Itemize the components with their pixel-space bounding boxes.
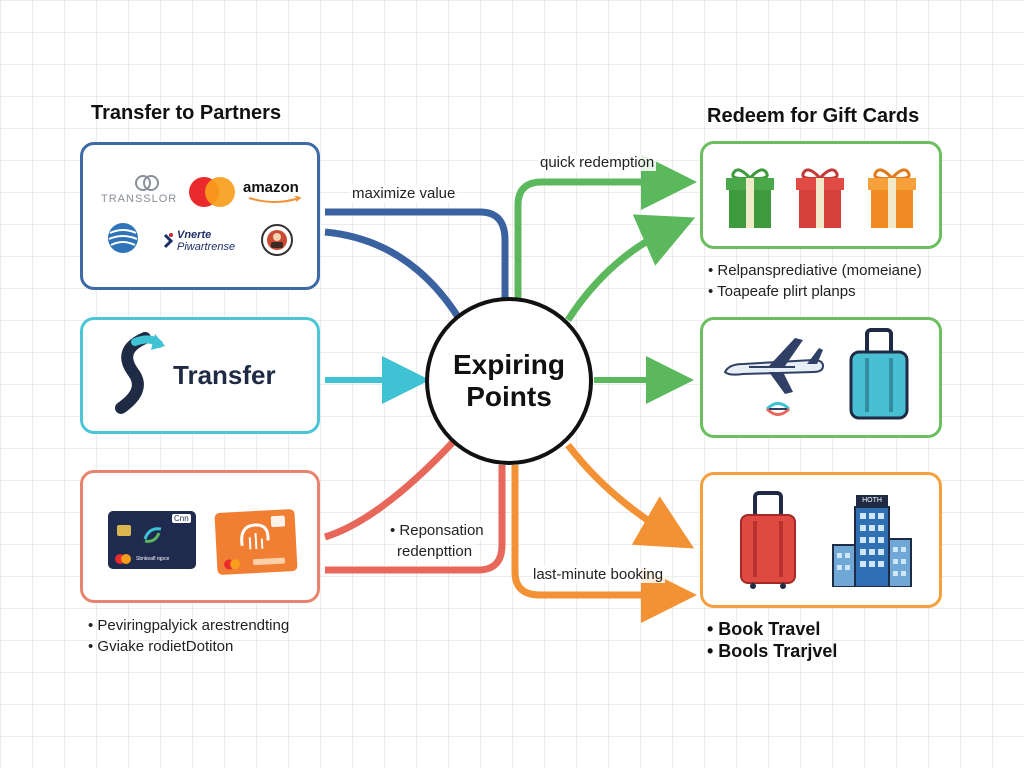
heading-transfer-partners: Transfer to Partners — [91, 102, 282, 124]
mastercard-logo — [189, 177, 235, 207]
card-orange-chip-icon — [270, 515, 286, 528]
orange-flow-bottom — [511, 465, 697, 623]
gift-bullet-2: • Toapeafe plirt planps — [708, 283, 856, 300]
green-flow-top — [514, 154, 697, 300]
crest-logo — [261, 224, 293, 256]
partners-box: TRANSSLOR amazon Vnerte Piwartrense — [80, 142, 320, 290]
gift-red-icon — [796, 168, 844, 228]
center-line2: Points — [466, 381, 552, 412]
suitcase-red-icon — [740, 491, 796, 589]
card-orange-mastercard-icon — [224, 559, 241, 570]
card-dark-small-text: Sbnkeafl rqpce — [136, 556, 170, 562]
globe-logo — [108, 223, 138, 253]
vnerte-logo-line1: Vnerte — [177, 229, 212, 241]
gift-cards-box — [700, 141, 942, 249]
card-orange-emblem-icon — [240, 523, 270, 550]
transfer-box: Transfer — [80, 317, 320, 434]
label-last-minute: last-minute booking — [531, 566, 666, 583]
credit-card-dark: Cnn Sbnkeafl rqpce — [108, 511, 196, 569]
card-dark-mastercard-icon — [115, 554, 131, 564]
hotel-sign: HOTH — [856, 495, 888, 506]
blue-flow-lower — [324, 228, 463, 322]
red-flow-upper — [323, 437, 458, 541]
airline-logo-icon — [765, 402, 791, 416]
credit-card-orange — [214, 508, 298, 576]
cards-box: Cnn Sbnkeafl rqpce — [80, 470, 320, 603]
gift-green-icon — [726, 168, 774, 228]
transslor-logo-text: TRANSSLOR — [101, 193, 178, 205]
gift-orange-icon — [868, 168, 916, 228]
amazon-logo-text: amazon — [243, 179, 299, 196]
suitcase-cyan-icon — [849, 328, 909, 420]
transslor-logo: TRANSSLOR — [101, 173, 181, 209]
hotel-icon: HOTH — [829, 495, 913, 587]
transfer-label: Transfer — [173, 360, 276, 390]
transfer-swirl-icon — [115, 332, 165, 414]
label-redenption: redenpttion — [395, 543, 475, 560]
expiring-points-node: Expiring Points — [425, 297, 593, 465]
cards-bullet-1: • Peviringpalyick arestrendting — [88, 617, 290, 634]
card-orange-stripe — [252, 557, 286, 566]
cards-bullet-2: • Gviake rodietDotiton — [88, 638, 234, 655]
travel-bullet-2: • Bools Trarjvel — [707, 641, 838, 661]
amazon-logo: amazon — [243, 179, 309, 205]
center-line1: Expiring — [452, 349, 565, 380]
blue-flow-top — [325, 208, 509, 300]
vnerte-logo: Vnerte Piwartrense — [163, 227, 255, 257]
gift-bullet-1: • Relpansprediative (momeiane) — [708, 262, 922, 279]
red-flow-lower — [325, 465, 506, 574]
travel-box: HOTH — [700, 472, 942, 608]
heading-gift-cards: Redeem for Gift Cards — [707, 105, 920, 127]
flights-box — [700, 317, 942, 438]
card-arrow-icon — [143, 527, 162, 543]
card-dark-tag: Cnn — [172, 514, 191, 523]
travel-bullet-1: • Book Travel — [707, 619, 821, 639]
green-flow-diagonal — [565, 214, 696, 322]
label-quick-redemption: quick redemption — [538, 154, 657, 171]
orange-flow-diagonal — [565, 442, 695, 549]
label-maximize-value: maximize value — [350, 185, 458, 202]
card-chip-icon — [117, 525, 131, 536]
vnerte-logo-line2: Piwartrense — [177, 241, 236, 253]
label-reponsation: • Reponsation — [388, 522, 486, 539]
airplane-icon — [723, 338, 825, 394]
